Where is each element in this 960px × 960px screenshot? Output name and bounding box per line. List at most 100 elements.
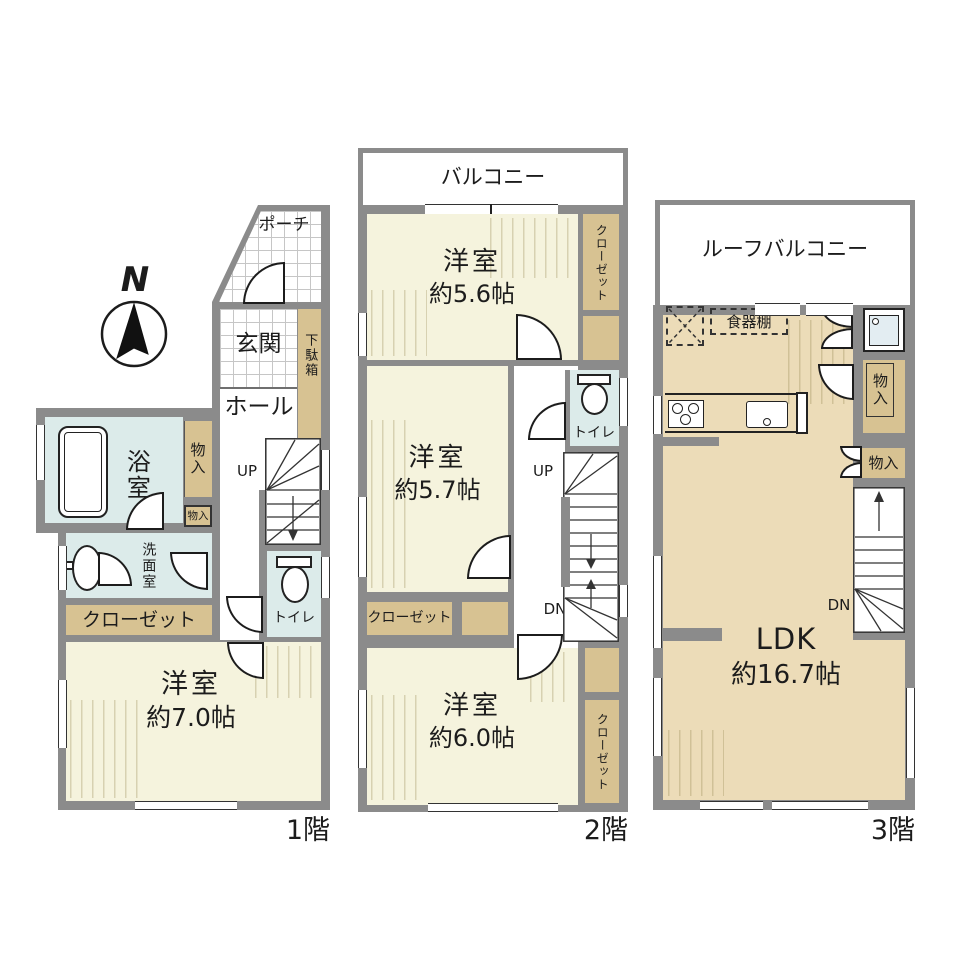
f2-room3: [367, 648, 578, 805]
f1-room-hatch-left: [70, 700, 140, 798]
f1-window-bath: [36, 425, 45, 480]
f2-room2-name: 洋室: [408, 442, 467, 473]
f2-room1-size: 約5.6帖: [428, 280, 516, 309]
f3-ldk-hatch-bottom: [668, 730, 724, 796]
f1-window-room-left: [58, 680, 67, 748]
f3-ldk-wall-stub: [663, 628, 722, 641]
f1-hall-label: ホール: [224, 394, 294, 421]
f1-window-stairs: [321, 450, 330, 490]
f3-storage1: [863, 360, 905, 433]
f2-closet2-label: クローゼット: [367, 610, 452, 627]
f1-floor-label: 1階: [285, 814, 330, 846]
f2-storage-box3: [585, 648, 619, 692]
f1-up-label: UP: [236, 462, 258, 480]
f2-room1-hatch-right: [490, 218, 574, 278]
f3-storage2-label: 物入: [868, 454, 899, 472]
f3-window-left1: [653, 396, 662, 434]
f2-toilet-left-wall: [565, 370, 570, 446]
f1-bathroom-label: 浴室: [122, 449, 151, 501]
f1-room: [66, 642, 321, 801]
f1-shoe-cabinet: [298, 309, 321, 438]
f1-hall: [220, 389, 297, 438]
f1-stairs: [265, 438, 321, 545]
f2-window-room3-bottom: [428, 803, 558, 812]
f3-window-bottom2: [772, 801, 868, 810]
f3-stove-burner1-icon: [672, 403, 683, 414]
f3-dn-label: DN: [827, 596, 851, 614]
f3-window-bottom1: [700, 801, 763, 810]
f1-room-size: 約7.0帖: [146, 703, 236, 733]
f2-room2-size: 約5.7帖: [394, 476, 481, 505]
f1-shoe-cabinet-label: 下駄箱: [302, 332, 318, 378]
f2-floor-label: 2階: [583, 814, 628, 846]
f1-storage-large: [184, 421, 212, 497]
f2-closet2: [367, 602, 452, 635]
compass-north-label: N: [120, 259, 150, 300]
f2-toilet-bottom-wall: [565, 446, 628, 452]
f3-ldk-size: 約16.7帖: [731, 659, 841, 690]
f1-window-washroom: [58, 546, 67, 590]
f3-window-right: [906, 688, 915, 778]
f1-closet-label: クローゼット: [81, 608, 196, 631]
f1-storage-small: [184, 505, 212, 527]
f2-room3-label: 洋室 約6.0帖: [377, 688, 567, 756]
f3-ldk-lower-right: [853, 640, 905, 800]
f1-room-hatch-right: [255, 646, 317, 698]
f2-closet3-label: クローゼット: [595, 713, 610, 791]
f1-washroom-label: 洗面室: [140, 542, 157, 590]
f1-room-name: 洋室: [161, 669, 221, 701]
f3-window-left3: [653, 678, 662, 756]
f3-floor-label: 3階: [870, 814, 915, 846]
f2-window-room3-left: [358, 690, 367, 768]
f3-storage2: [862, 448, 905, 478]
f3-stairs: [853, 487, 905, 633]
f3-basin-dot-icon: [872, 318, 879, 325]
f3-counter-end-panel: [796, 392, 808, 434]
f3-storage1-frame: [866, 363, 894, 417]
f3-window-top1: [755, 303, 800, 316]
f1-entrance-label: 玄関: [235, 331, 282, 358]
f3-stove-burner3-icon: [680, 414, 691, 425]
f2-room3-name: 洋室: [442, 690, 501, 721]
f1-window-toilet: [321, 557, 330, 598]
f3-stove-burner2-icon: [688, 403, 699, 414]
f2-toilet-bowl-icon: [581, 383, 608, 415]
f2-storage-box1: [583, 316, 619, 360]
f2-room1-label: 洋室 約5.6帖: [377, 245, 567, 311]
f3-storage1-label: 物入: [871, 373, 889, 407]
f2-closet1-label: クローゼット: [594, 224, 609, 302]
f3-cupboard-labelbox: [710, 308, 788, 335]
f2-storage-box2: [462, 602, 508, 635]
f1-storage-small-label: 物入: [187, 509, 209, 522]
f1-stair-opening: [259, 438, 265, 490]
f1-storage-large-label: 物入: [188, 442, 207, 476]
f1-room-label: 洋室 約7.0帖: [96, 665, 286, 737]
f3-sink-tap-icon: [763, 418, 771, 426]
f3-roof-balcony: [655, 200, 915, 305]
f2-room3-hatch-left: [371, 695, 423, 800]
f3-ldk-name: LDK: [755, 622, 817, 657]
f2-window-balcony-mullion: [490, 204, 492, 217]
f2-window-room2-left: [358, 497, 367, 577]
f1-closet: [66, 605, 212, 635]
f2-stairs: [563, 452, 619, 642]
f3-ldk-label: LDK 約16.7帖: [701, 620, 871, 694]
f1-entrance: [220, 309, 297, 387]
f2-toilet-label: トイレ: [573, 424, 615, 441]
f3-roof-balcony-label: ルーフバルコニー: [701, 237, 869, 262]
f1-bathtub-icon: [58, 426, 108, 518]
f2-room3-size: 約6.0帖: [428, 724, 516, 753]
f2-room1-name: 洋室: [442, 246, 501, 277]
f3-window-top2: [806, 303, 853, 316]
f2-window-room1-left: [358, 313, 367, 356]
f1-window-room-bottom: [135, 801, 237, 810]
f2-window-toilet-right: [619, 378, 628, 426]
f2-room2-label: 洋室 約5.7帖: [377, 440, 498, 508]
f2-up-label: UP: [532, 462, 554, 480]
f3-cupboard-label: 食器棚: [726, 312, 772, 331]
f1-toilet-label: トイレ: [273, 609, 315, 626]
f2-closet3: [585, 700, 619, 803]
f2-room1-hatch-left: [371, 290, 427, 356]
f1-entrance-step-line: [220, 387, 297, 389]
